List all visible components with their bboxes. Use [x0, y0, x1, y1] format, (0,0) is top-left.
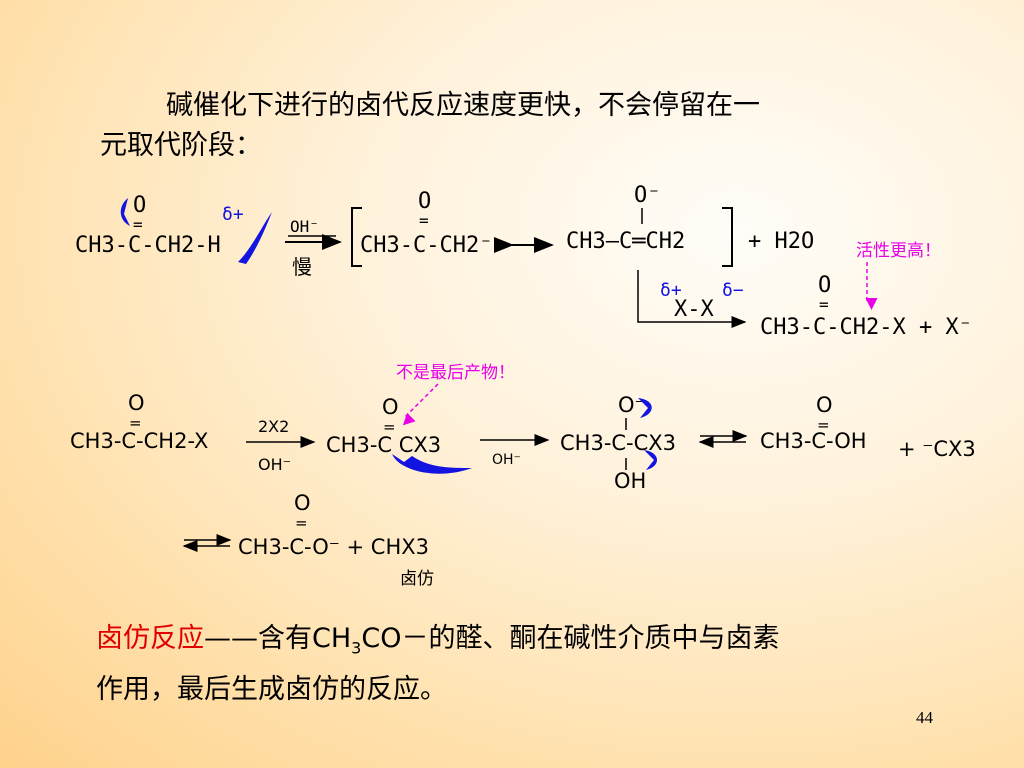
ketone-structure: O = CH3-C-CH2-H: [75, 193, 221, 258]
alpha-halo-product: CH3-C-CH2-X + X⁻: [760, 315, 972, 340]
trihalo-oxygen: O: [382, 395, 399, 419]
trihalomethyl-anion: + ⁻CX3: [898, 437, 976, 461]
definition-text-a: 含有CH: [258, 623, 352, 654]
annotation-arrow: [402, 383, 439, 426]
enolate1-formula: CH3-C-CH2⁻: [360, 233, 492, 258]
curved-arrow-icon: [638, 398, 652, 418]
curved-arrow-icon: [644, 450, 658, 470]
reagent-base: OH⁻: [258, 455, 291, 474]
start-double-bond: =: [129, 414, 142, 432]
carboxylate-and-haloform: CH3-C-O⁻ + CHX3: [238, 535, 429, 559]
halogen-delta-minus: δ−: [722, 280, 744, 301]
enolate2-formula: CH3—C═CH2: [566, 229, 685, 254]
annotation-more-reactive: 活性更高！: [856, 241, 941, 261]
acid-double-bond: =: [817, 416, 830, 434]
haloform-label: 卤仿: [400, 569, 434, 589]
water-byproduct: + H2O: [748, 229, 814, 254]
enolate2-oxygen: O⁻: [634, 183, 661, 208]
curved-arrow-icon: [238, 212, 272, 264]
alpha-halo-oxygen: O: [818, 273, 831, 298]
definition-line-2: 作用，最后生成卤仿的反应。: [96, 674, 447, 706]
definition-dash: ——: [204, 623, 258, 654]
ketone-formula: CH3-C-CH2-H: [75, 233, 221, 258]
tetrahedral-oxygen: O⁻: [618, 393, 646, 417]
enolate1-oxygen: O: [418, 189, 431, 214]
carboxylate-oxygen: O: [294, 491, 311, 515]
definition-term: 卤仿反应: [96, 623, 204, 654]
trihalo-ketone: CH3-C CX3: [326, 433, 441, 457]
start-formula: CH3-C-CH2-X: [70, 429, 208, 453]
carboxylic-acid: CH3-C-OH: [760, 429, 867, 453]
enolate1-double-bond: =: [419, 211, 429, 230]
annotation-not-final: 不是最后产物！: [396, 363, 515, 383]
definition-text-b: CO－的醛、酮在碱性介质中与卤素: [361, 623, 780, 654]
halogen-delta-plus: δ+: [660, 280, 682, 301]
start-oxygen: O: [128, 391, 145, 415]
carboxylate-double-bond: =: [295, 514, 308, 532]
tetrahedral-intermediate: CH3-C-CX3: [560, 431, 676, 455]
alpha-halo-double-bond: =: [819, 295, 829, 314]
reagent-halogen: 2X2: [258, 417, 289, 436]
halogen-molecule: X-X: [674, 297, 714, 322]
bracket-right: [722, 207, 733, 267]
curved-arrow-icon: [392, 454, 472, 474]
intro-line-1: 碱催化下进行的卤代反应速度更快，不会停留在一: [166, 90, 760, 121]
definition-subscript: 3: [351, 638, 362, 658]
haloform-definition: 卤仿反应——含有CH3CO－的醛、酮在碱性介质中与卤素 作用，最后生成卤仿的反应…: [96, 618, 976, 711]
slow-step-label: 慢: [292, 255, 312, 279]
curved-arrow-icon: [120, 198, 130, 226]
ketone-oxygen: O: [133, 193, 146, 218]
tetrahedral-hydroxyl: OH: [614, 469, 646, 493]
ketone-double-bond: =: [133, 215, 143, 234]
mid-reagent: OH⁻: [492, 452, 521, 468]
page-number: 44: [916, 708, 933, 727]
intro-paragraph: 碱催化下进行的卤代反应速度更快，不会停留在一 元取代阶段：: [100, 86, 940, 166]
intro-line-2: 元取代阶段：: [100, 130, 262, 161]
acid-oxygen: O: [816, 393, 833, 417]
trihalo-double-bond: =: [383, 418, 396, 436]
delta-plus-label: δ+: [222, 204, 244, 225]
reagent-hydroxide: OH⁻: [290, 217, 319, 236]
bracket-left: [351, 207, 362, 267]
halogenation-arrow: [637, 270, 747, 328]
